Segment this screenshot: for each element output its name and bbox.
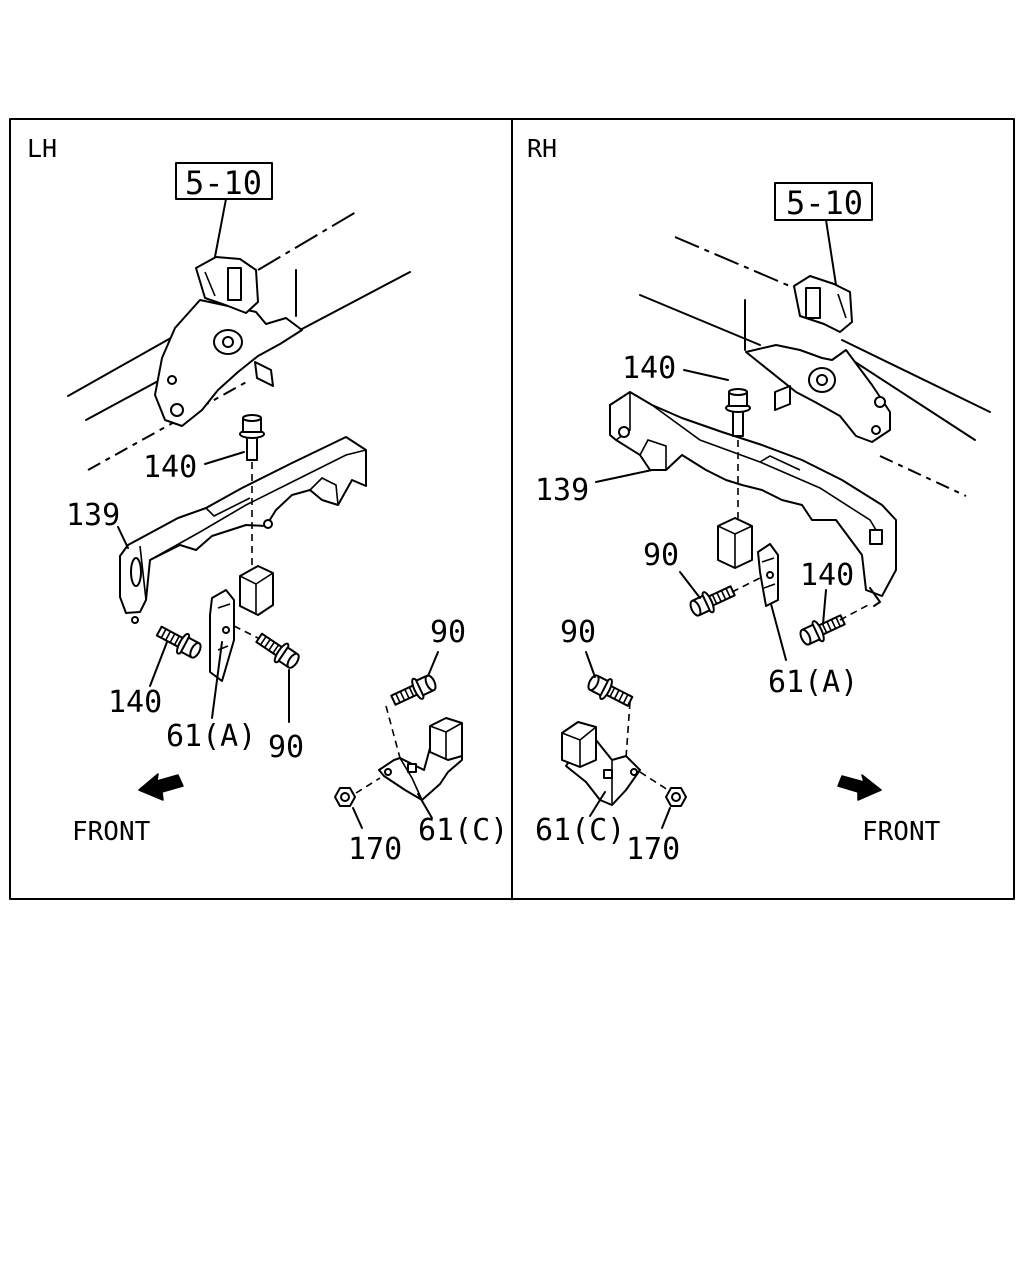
- front-label-right: FRONT: [862, 817, 941, 847]
- leader-bracket-a-left: [211, 641, 223, 719]
- front-arrow-right: [837, 774, 882, 801]
- engine-mount-left: [154, 198, 303, 427]
- front-label-left: FRONT: [72, 817, 151, 847]
- callout-mount-bolt-left: 140: [143, 450, 197, 485]
- side-label-rh: RH: [527, 134, 557, 163]
- stopper-block-left: [239, 565, 274, 616]
- callout-bracket-a-bolt-left: 90: [268, 730, 304, 765]
- callout-bracket-a-left: 61(A): [166, 719, 256, 754]
- callout-mount-bolt-right: 140: [622, 351, 676, 386]
- engine-mount-right: [745, 219, 891, 443]
- leader-bracket-a-right: [770, 603, 787, 661]
- leader-bracket-c-left: [417, 793, 433, 819]
- callout-bracket-c-bolt-right: 90: [560, 615, 596, 650]
- bracket-a-right: [757, 543, 787, 661]
- mount-bolt-left: [204, 414, 265, 566]
- callout-lower-bolt-right: 140: [800, 558, 854, 593]
- front-arrow-left: [138, 773, 184, 801]
- callout-bracket-c-right: 61(C): [535, 813, 625, 848]
- bracket-a-left: [209, 589, 235, 719]
- bracket-c-bolt-right: [583, 651, 637, 759]
- callout-lower-bolt-left: 140: [108, 685, 162, 720]
- leader-lower-bolt-left: [149, 641, 168, 687]
- leader-nut-right: [661, 807, 671, 829]
- callout-bracket-c-bolt-left: 90: [430, 615, 466, 650]
- bracket-a-bolt-right: [679, 571, 761, 621]
- callout-nut-right: 170: [626, 832, 680, 867]
- reference-leader-left: [213, 198, 227, 263]
- reference-box-left: 5-10: [175, 162, 273, 202]
- leader-bracket-c-bolt-right: [585, 651, 596, 678]
- left-panel: LH 5-10: [27, 134, 508, 867]
- nut-right: [639, 771, 687, 829]
- leader-nut-left: [352, 807, 363, 829]
- lower-bolt-right: [796, 589, 871, 650]
- bracket-c-left: [378, 717, 463, 819]
- leader-bracket-c-right: [589, 791, 606, 817]
- reference-leader-right: [825, 219, 837, 286]
- bracket-a-bolt-left: [233, 625, 304, 723]
- leader-crossmember-right: [595, 469, 653, 483]
- bracket-c-bolt-left: [385, 651, 440, 759]
- right-panel: RH 5-10: [527, 134, 991, 867]
- leader-mount-bolt-left: [204, 451, 245, 465]
- callout-crossmember-left: 139: [66, 498, 120, 533]
- leader-bracket-a-bolt-right: [679, 571, 701, 599]
- crossmember-right: [595, 391, 897, 607]
- callout-nut-left: 170: [348, 832, 402, 867]
- callout-bracket-a-bolt-right: 90: [643, 538, 679, 573]
- reference-label-left: 5-10: [185, 164, 262, 202]
- frame-rail-right: [639, 236, 991, 497]
- reference-box-right: 5-10: [774, 182, 873, 222]
- callout-bracket-a-right: 61(A): [768, 665, 858, 700]
- side-label-lh: LH: [27, 134, 57, 163]
- reference-label-right: 5-10: [786, 184, 863, 222]
- mount-bolt-right: [683, 369, 751, 520]
- callout-crossmember-right: 139: [535, 473, 589, 508]
- lower-bolt-left: [149, 620, 206, 687]
- crossmember-left: [117, 436, 367, 624]
- leader-crossmember-left: [117, 526, 129, 549]
- leader-lower-bolt-right: [822, 589, 827, 625]
- leader-bracket-c-bolt-left: [427, 651, 439, 677]
- stopper-block-right: [717, 517, 753, 569]
- frame-rail-left: [67, 211, 411, 471]
- callout-bracket-c-left: 61(C): [418, 813, 508, 848]
- bracket-c-right: [561, 721, 641, 817]
- nut-left: [334, 777, 381, 829]
- leader-mount-bolt-right: [683, 369, 729, 381]
